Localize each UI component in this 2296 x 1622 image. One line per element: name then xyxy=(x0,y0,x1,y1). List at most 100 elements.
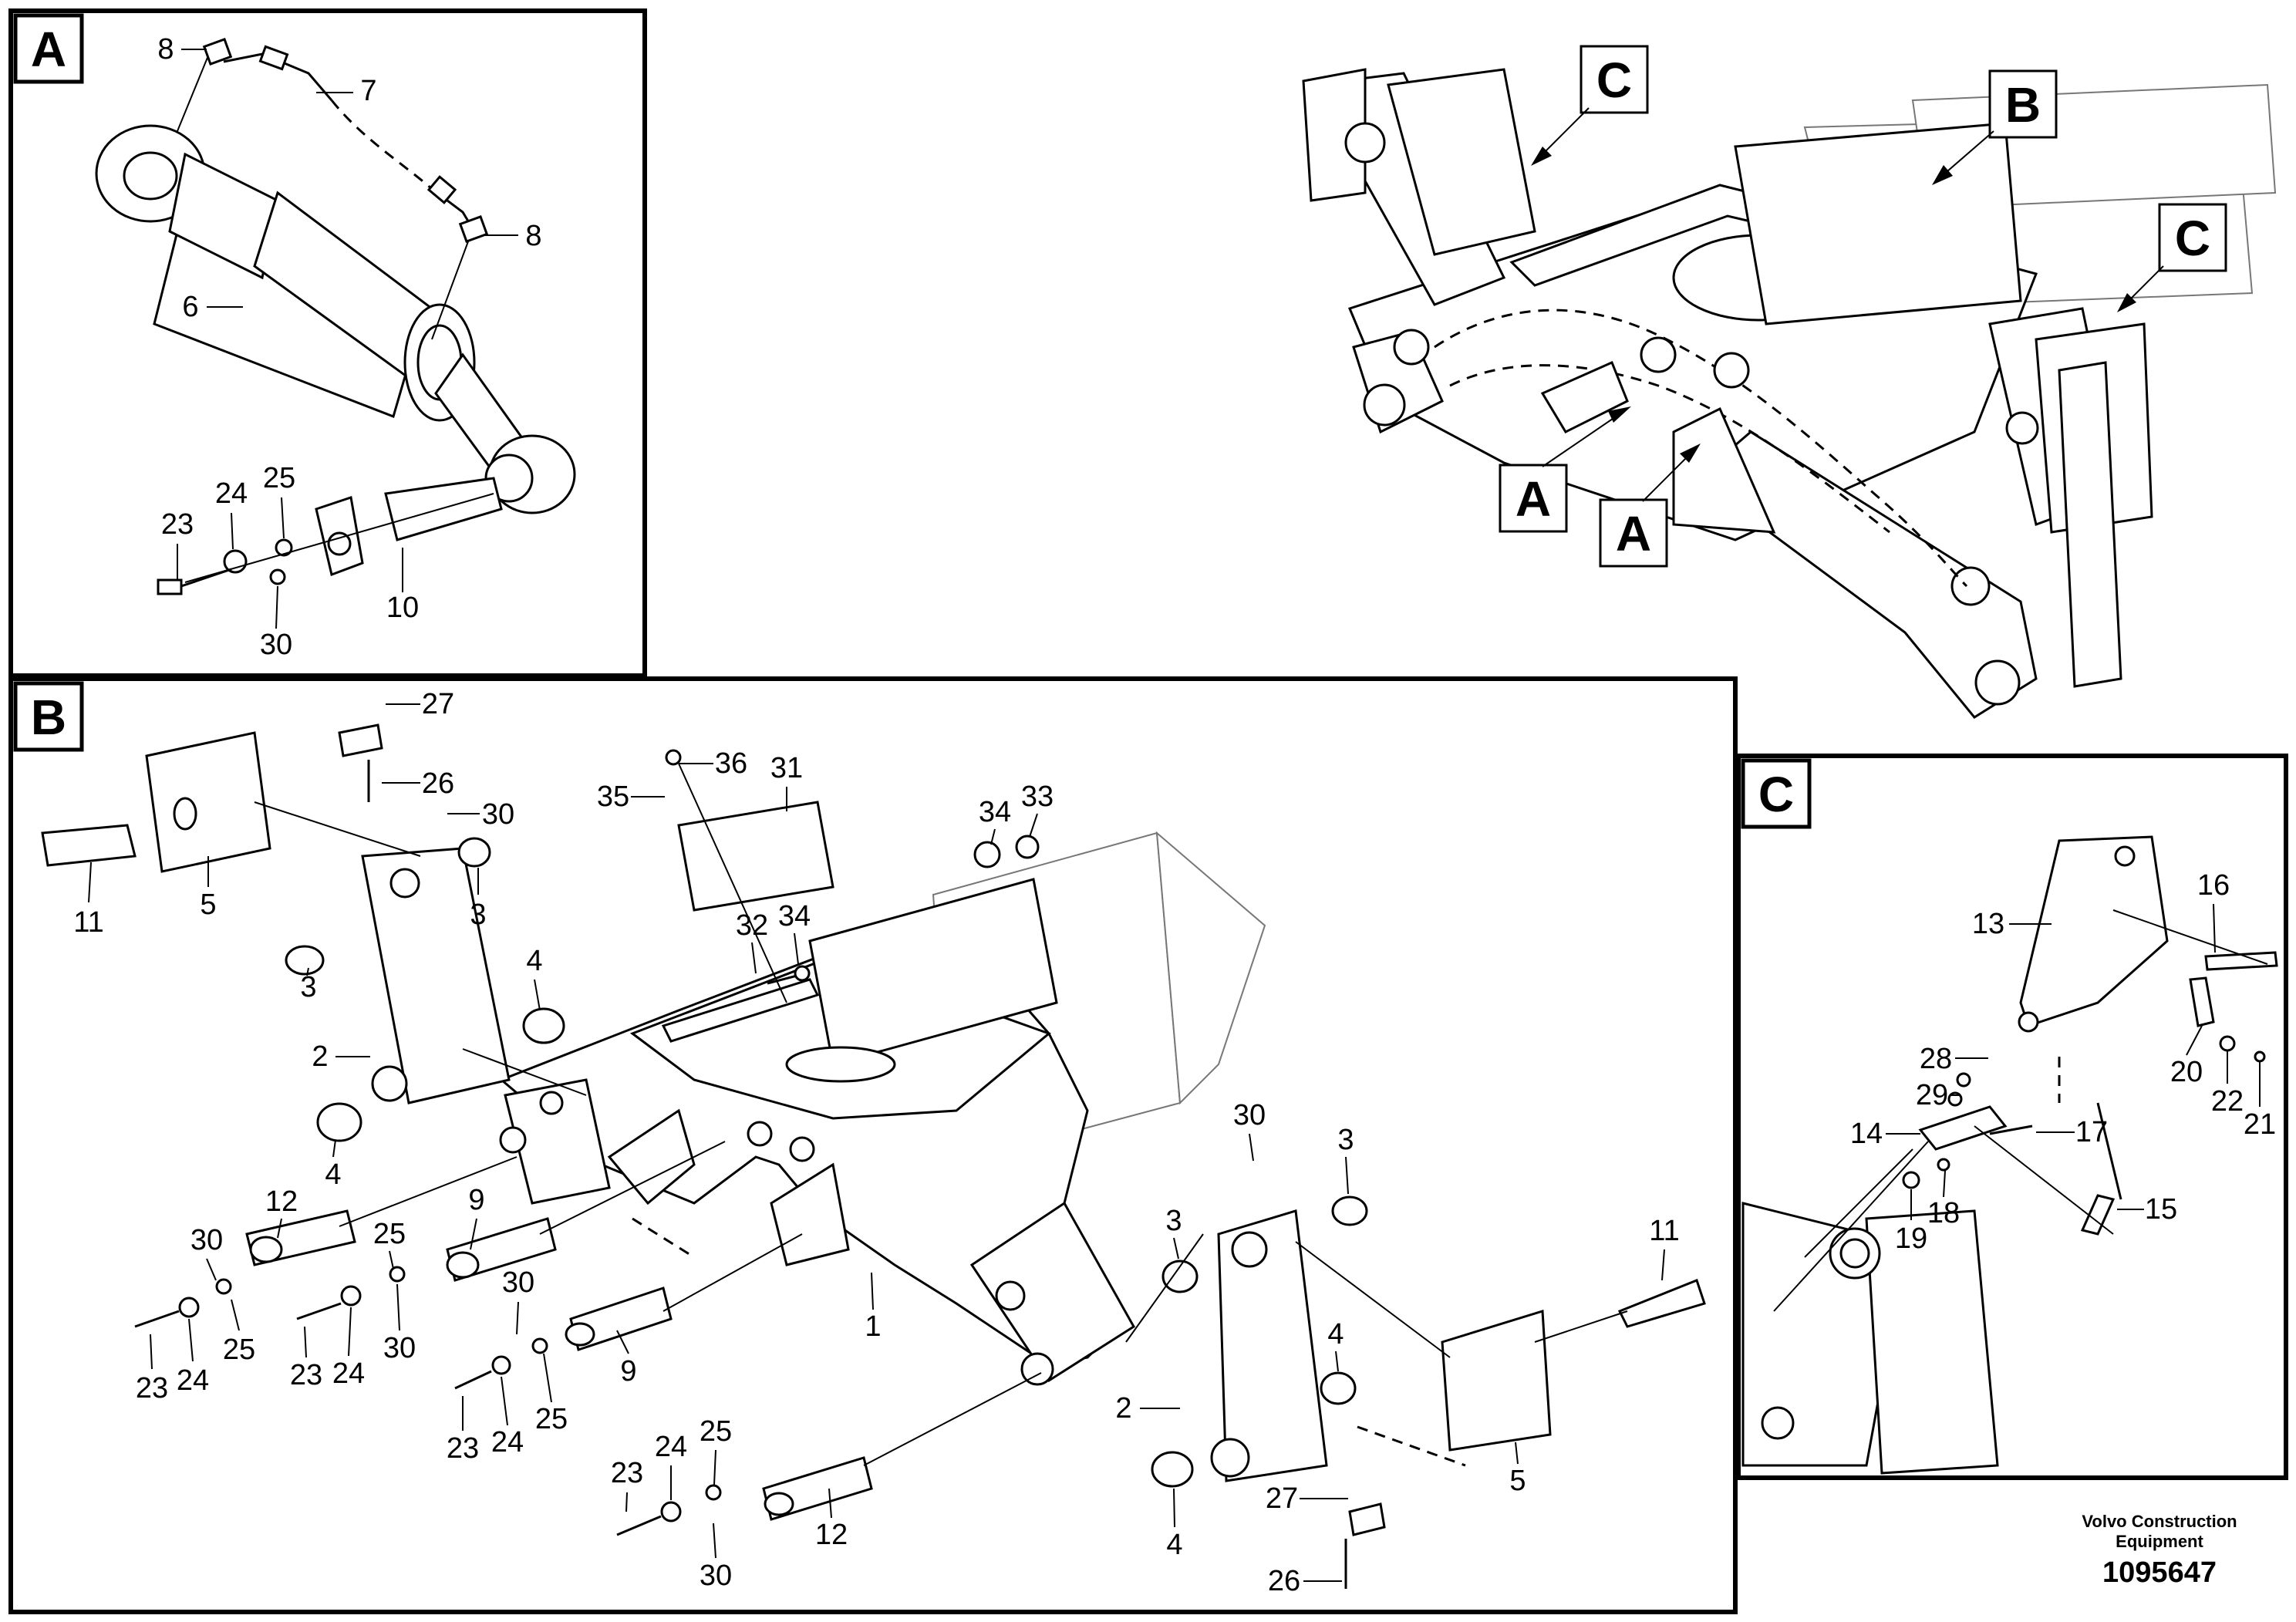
drawing-number: 1095647 xyxy=(2102,1556,2217,1589)
lower-pins-left xyxy=(134,1141,1042,1536)
part-number: 30 xyxy=(383,1332,416,1364)
part-number: 1 xyxy=(865,1310,881,1343)
manufacturer-line-2: Equipment xyxy=(2116,1532,2203,1551)
right-link-assembly xyxy=(1125,1195,1706,1589)
part-number: 21 xyxy=(2244,1108,2276,1141)
hydraulic-cylinder xyxy=(95,124,576,514)
part-number: 16 xyxy=(2197,869,2230,902)
part-number: 17 xyxy=(2075,1116,2108,1148)
part-number: 30 xyxy=(482,798,514,831)
overview-callouts: C B C A A xyxy=(1499,45,2227,568)
part-number: 9 xyxy=(468,1184,484,1216)
overview-drawing: C B C A A xyxy=(1302,45,2277,719)
panel-c-letter-box xyxy=(1741,758,1812,829)
part-number: 25 xyxy=(223,1334,255,1366)
drawing-footer: Volvo Construction Equipment 1095647 xyxy=(2036,1512,2283,1590)
part-number: 5 xyxy=(200,889,216,921)
panel-b-frame xyxy=(8,676,1738,1614)
part-number: 30 xyxy=(190,1224,223,1256)
part-number: 8 xyxy=(157,33,174,66)
part-number: 32 xyxy=(736,909,768,942)
part-number: 25 xyxy=(700,1415,732,1448)
panel-c-frame xyxy=(1736,754,2288,1480)
panel-c-letter: C xyxy=(1758,767,1794,822)
part-number: 20 xyxy=(2170,1056,2203,1088)
top-link-assembly xyxy=(41,723,587,1142)
part-number: 25 xyxy=(373,1218,406,1250)
part-number: 4 xyxy=(526,945,542,977)
part-number: 26 xyxy=(1268,1565,1300,1597)
part-number: 23 xyxy=(447,1432,479,1465)
part-number: 33 xyxy=(1021,781,1054,813)
part-number: 30 xyxy=(260,629,292,661)
part-number: 8 xyxy=(525,220,541,252)
part-number: 25 xyxy=(535,1403,568,1435)
part-number: 3 xyxy=(470,899,486,931)
part-number: 19 xyxy=(1895,1222,1927,1255)
part-number: 23 xyxy=(290,1359,322,1391)
callout-a-right: A xyxy=(1616,506,1651,561)
callout-a-left: A xyxy=(1515,471,1551,527)
part-number: 7 xyxy=(360,75,376,107)
part-number: 36 xyxy=(715,747,747,780)
panel-b-letter: B xyxy=(31,690,66,745)
part-number: 11 xyxy=(73,906,103,939)
callout-c-top: C xyxy=(1596,52,1632,108)
part-number: 13 xyxy=(1972,908,2004,940)
part-number: 12 xyxy=(265,1185,298,1218)
part-number: 4 xyxy=(1166,1529,1182,1561)
part-number: 24 xyxy=(655,1431,687,1463)
front-frame xyxy=(499,878,1466,1467)
part-number: 34 xyxy=(778,900,811,932)
part-number: 30 xyxy=(700,1560,732,1592)
part-number: 27 xyxy=(422,688,454,720)
part-number: 27 xyxy=(1266,1482,1298,1515)
part-number: 23 xyxy=(611,1457,643,1489)
panel-a-letter-box xyxy=(13,13,84,84)
part-number: 34 xyxy=(979,796,1011,828)
cover-plate xyxy=(665,749,1040,1003)
part-number: 24 xyxy=(215,477,248,510)
cylinder-pin-hardware xyxy=(157,477,503,595)
part-number: 11 xyxy=(1649,1215,1679,1247)
part-number: 14 xyxy=(1850,1118,1883,1150)
side-frame-background xyxy=(1741,1202,1999,1475)
part-number: 15 xyxy=(2145,1193,2177,1226)
part-number: 30 xyxy=(1233,1099,1266,1131)
part-number: 35 xyxy=(597,781,629,813)
part-number: 3 xyxy=(1337,1124,1354,1156)
part-number: 5 xyxy=(1509,1465,1526,1497)
part-number: 3 xyxy=(1165,1205,1182,1237)
panel-b-part-numbers: 27 26 30 11 5 3 3 4 2 4 36 35 31 xyxy=(73,688,1679,1597)
part-number: 25 xyxy=(263,462,295,494)
panel-a-frame xyxy=(8,8,647,678)
panel-c: C xyxy=(1736,754,2288,1480)
part-number: 24 xyxy=(332,1357,365,1390)
callout-b: B xyxy=(2005,77,2041,133)
part-number: 2 xyxy=(312,1040,328,1073)
panel-b: B xyxy=(8,676,1738,1614)
panel-a-letter: A xyxy=(31,22,66,77)
part-number: 23 xyxy=(161,508,194,541)
part-number: 6 xyxy=(182,291,198,323)
part-number: 30 xyxy=(502,1266,534,1299)
part-number: 4 xyxy=(1327,1318,1344,1351)
part-number: 28 xyxy=(1920,1043,1952,1075)
hose-assembly xyxy=(177,38,489,340)
part-number: 4 xyxy=(325,1158,341,1191)
part-number: 29 xyxy=(1916,1079,1948,1111)
part-number: 12 xyxy=(815,1519,848,1551)
part-number: 26 xyxy=(422,767,454,800)
overview-frame xyxy=(1302,68,2277,719)
part-number: 10 xyxy=(386,592,419,624)
part-number: 3 xyxy=(300,971,316,1003)
part-number: 24 xyxy=(491,1426,524,1458)
part-number: 18 xyxy=(1927,1197,1960,1229)
panel-b-letter-box xyxy=(13,681,84,752)
part-number: 9 xyxy=(620,1355,636,1388)
manufacturer-line-1: Volvo Construction xyxy=(2082,1512,2237,1531)
part-number: 22 xyxy=(2211,1085,2244,1118)
panel-a: A xyxy=(8,8,647,678)
panel-a-part-numbers: 8 7 8 6 23 24 25 10 30 xyxy=(157,33,541,661)
